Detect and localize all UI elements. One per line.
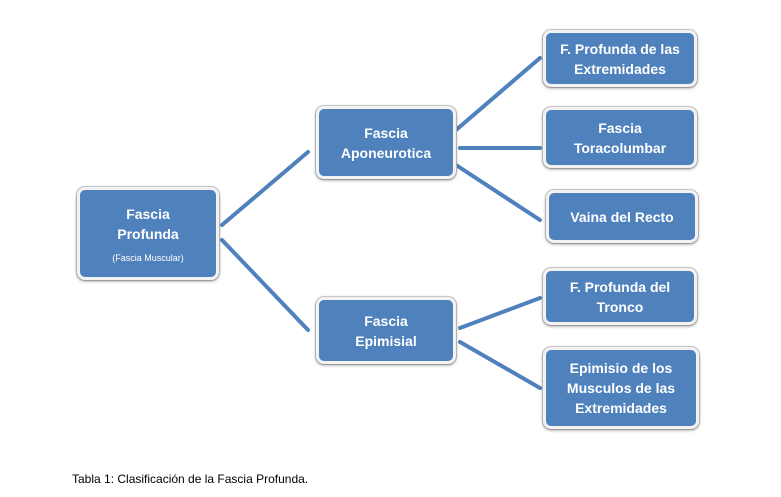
connector-epimisial-tronco [458, 296, 542, 330]
node-epimisio-musculos-extremidades-label: Epimisio de los Musculos de las Extremid… [566, 360, 676, 416]
node-fascia-epimisial: Fascia Epimisial [316, 297, 456, 364]
node-f-profunda-extremidades: F. Profunda de las Extremidades [543, 30, 697, 87]
node-f-profunda-tronco-label: F. Profunda del Tronco [569, 278, 671, 315]
node-fascia-profunda: Fascia Profunda (Fascia Muscular) [77, 187, 219, 280]
node-fascia-epimisial-label: Fascia Epimisial [355, 312, 417, 349]
node-epimisio-musculos-extremidades: Epimisio de los Musculos de las Extremid… [543, 347, 699, 429]
connectors [220, 56, 542, 390]
connector-aponeurotica-extremidades [454, 56, 542, 132]
connector-aponeurotica-recto [454, 163, 542, 222]
node-f-profunda-tronco: F. Profunda del Tronco [543, 268, 697, 325]
node-fascia-profunda-label: Fascia Profunda [117, 205, 179, 242]
connector-root-epimisial [220, 238, 310, 332]
connector-root-aponeurotica [220, 150, 310, 227]
node-f-profunda-extremidades-label: F. Profunda de las Extremidades [560, 40, 680, 77]
fascia-classification-diagram: Fascia Profunda (Fascia Muscular) Fascia… [77, 30, 699, 429]
node-fascia-profunda-note: (Fascia Muscular) [112, 252, 184, 263]
connector-epimisial-epimisio [458, 340, 542, 390]
node-fascia-toracolumbar-label: Fascia Toracolumbar [573, 119, 667, 156]
table-caption: Tabla 1: Clasificación de la Fascia Prof… [72, 472, 309, 486]
node-fascia-aponeurotica: Fascia Aponeurotica [316, 106, 456, 179]
node-vaina-del-recto-label: Vaina del Recto [570, 208, 674, 225]
node-vaina-del-recto: Vaina del Recto [546, 190, 698, 243]
node-fascia-aponeurotica-label: Fascia Aponeurotica [340, 124, 432, 161]
node-fascia-toracolumbar: Fascia Toracolumbar [543, 107, 697, 168]
